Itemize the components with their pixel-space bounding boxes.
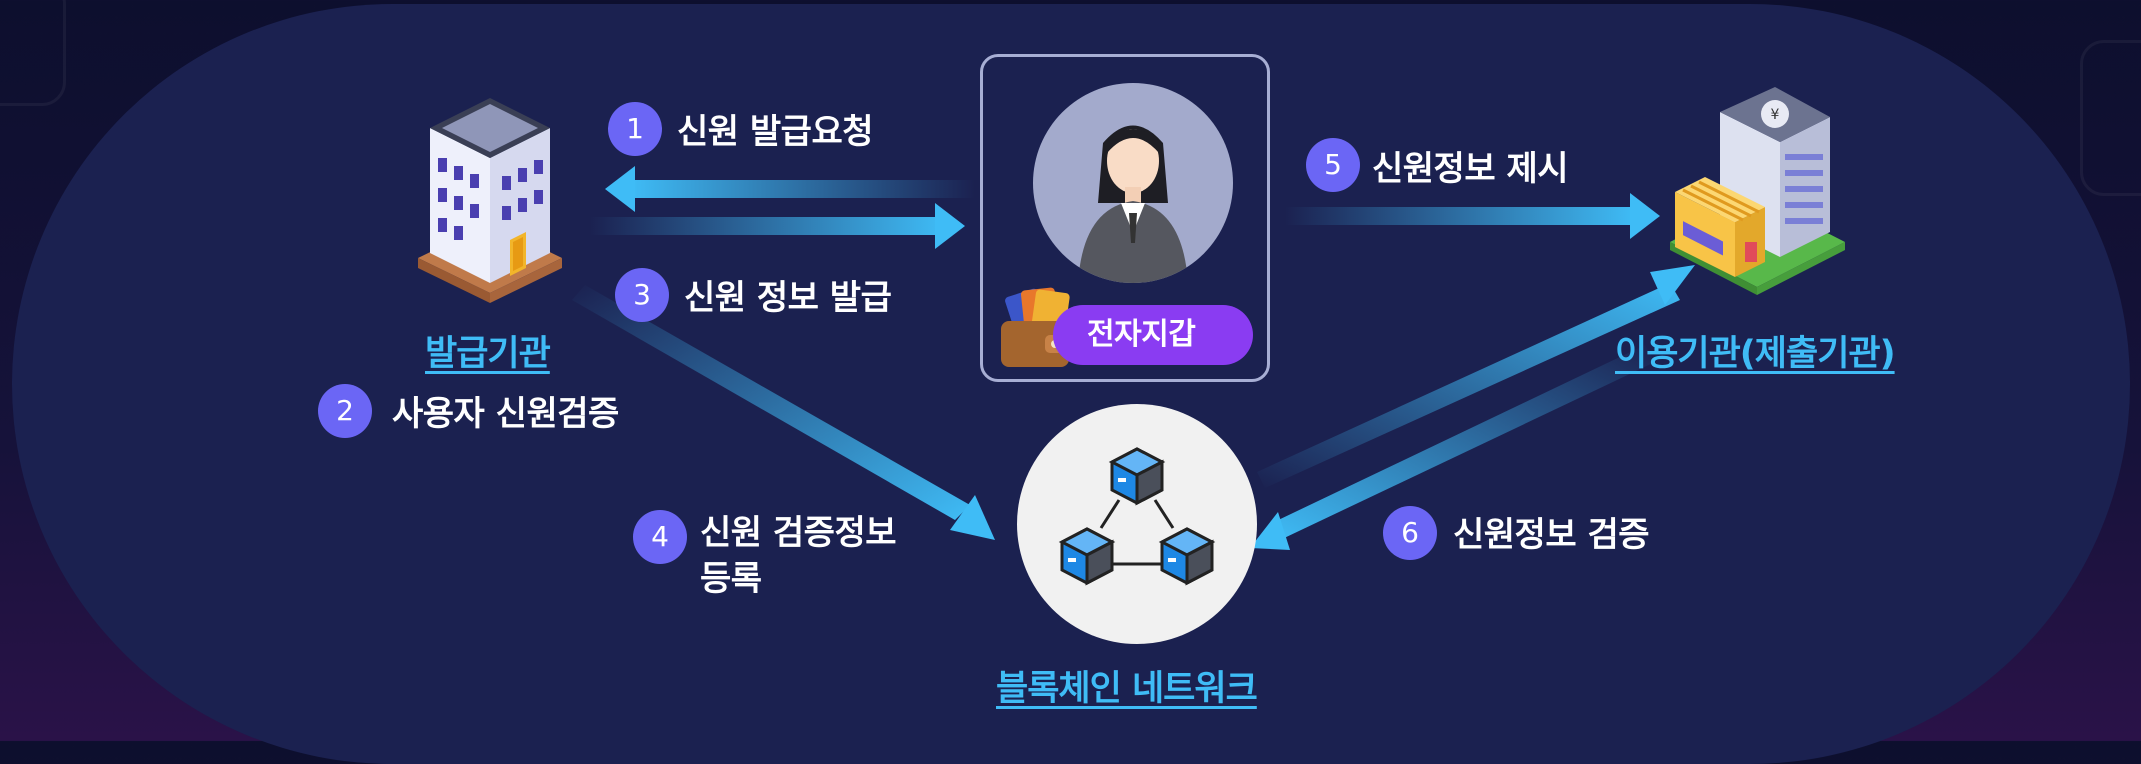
- wallet-user-card: 전자지갑: [980, 54, 1270, 382]
- blockchain-node: [1017, 404, 1257, 644]
- step-5-label: 신원정보 제시: [1372, 149, 1569, 189]
- wallet-icon: [1001, 287, 1073, 367]
- flow-arrows: [572, 166, 1695, 550]
- step-6-label: 신원정보 검증: [1453, 515, 1650, 555]
- step-6-badge: 6: [1383, 506, 1437, 560]
- wallet-label: 전자지갑: [1053, 305, 1253, 365]
- step-3-label: 신원 정보 발급: [684, 278, 892, 318]
- arrow-register: [572, 285, 995, 540]
- step-1-label: 신원 발급요청: [677, 112, 874, 152]
- arrow-issue: [590, 203, 965, 249]
- issuer-building-icon: [418, 98, 562, 303]
- blockchain-label[interactable]: 블록체인 네트워크: [996, 669, 1258, 709]
- verifier-label[interactable]: 이용기관(제출기관): [1615, 334, 1896, 374]
- step-4-label: 신원 검증정보 등록: [700, 513, 897, 599]
- user-avatar-icon: [1033, 83, 1233, 283]
- step-1-badge: 1: [608, 102, 662, 156]
- arrow-request: [605, 166, 975, 212]
- decor-frame-left: [0, 0, 66, 106]
- arrow-present: [1285, 193, 1660, 239]
- step-3-badge: 3: [615, 268, 669, 322]
- step-5-badge: 5: [1306, 138, 1360, 192]
- step-2-label: 사용자 신원검증: [392, 394, 619, 434]
- arrow-verify-down: [1250, 345, 1655, 550]
- decor-frame-right: [2080, 40, 2141, 196]
- arrow-verify-up: [1257, 265, 1695, 488]
- step-2-badge: 2: [318, 384, 372, 438]
- step-4-badge: 4: [633, 510, 687, 564]
- blockchain-icon: [1058, 447, 1216, 586]
- verifier-building-icon: ¥: [1670, 87, 1845, 295]
- svg-text:¥: ¥: [1771, 107, 1780, 123]
- issuer-label[interactable]: 발급기관: [425, 334, 551, 374]
